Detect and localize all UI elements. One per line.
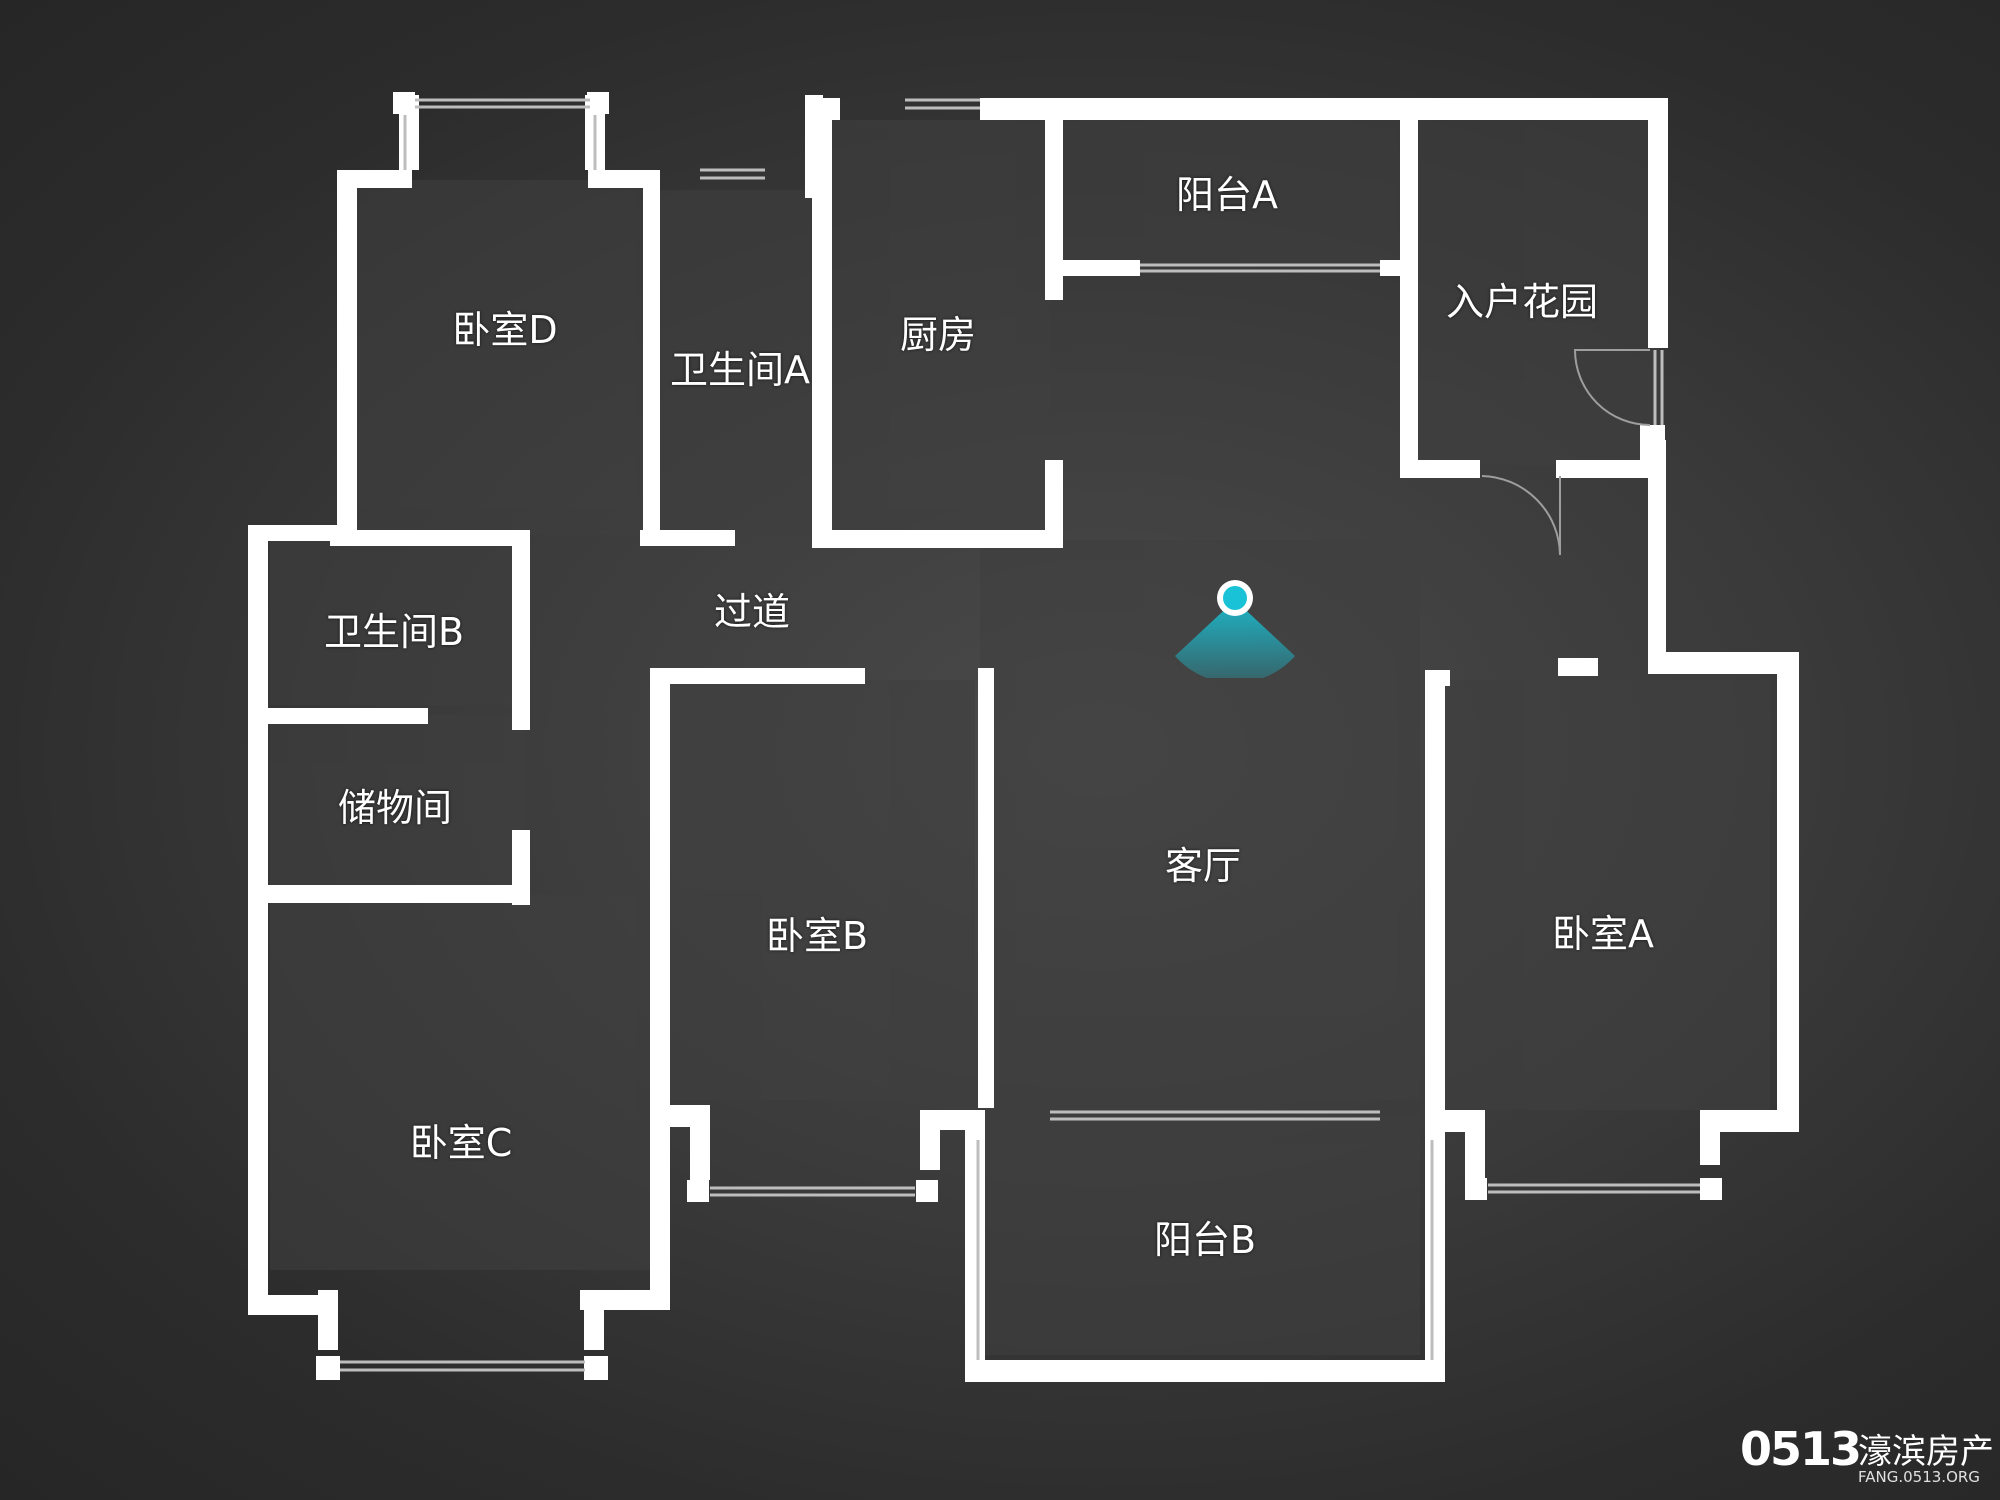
room-label-storage: 储物间: [337, 786, 453, 830]
room-label-corridor: 过道: [713, 590, 791, 634]
room-label-bedroom-d: 卧室D: [452, 308, 558, 352]
door-swings: [1481, 349, 1651, 556]
room-label-kitchen: 厨房: [899, 313, 977, 357]
windows: [340, 98, 1700, 1372]
room-label-balcony-a: 阳台A: [1176, 173, 1278, 217]
room-label-bedroom-c: 卧室C: [409, 1121, 513, 1165]
camera-viewpoint-icon[interactable]: [1175, 578, 1295, 678]
room-label-bedroom-a: 卧室A: [1552, 912, 1654, 956]
room-label-entry-garden: 入户花园: [1445, 280, 1599, 324]
watermark-name: 濠滨房产: [1858, 1432, 1994, 1472]
room-label-living-room: 客厅: [1164, 844, 1242, 888]
room-label-bathroom-b: 卫生间B: [323, 610, 465, 654]
watermark: 0513 濠滨房产 FANG.0513.ORG: [1740, 1420, 1994, 1492]
room-floors: [270, 120, 1770, 1355]
room-label-balcony-b: 阳台B: [1153, 1218, 1257, 1262]
watermark-logo: 0513: [1740, 1422, 1862, 1476]
room-label-bedroom-b: 卧室B: [765, 914, 869, 958]
watermark-url: FANG.0513.ORG: [1858, 1468, 1980, 1486]
wall-segments: [248, 92, 1799, 1382]
room-label-bathroom-a: 卫生间A: [670, 348, 810, 392]
